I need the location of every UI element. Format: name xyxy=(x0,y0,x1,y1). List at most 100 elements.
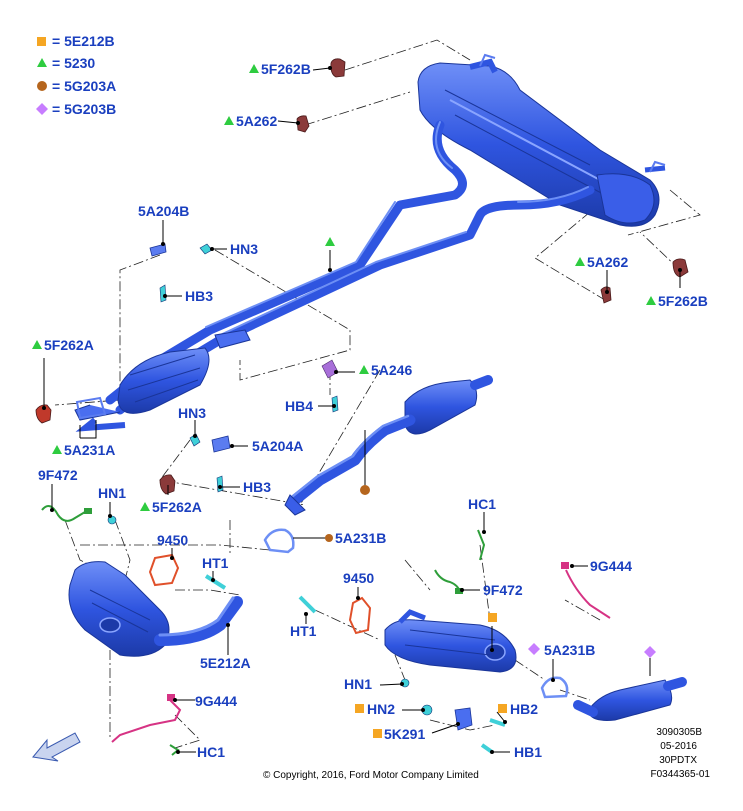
part-labels: 5F262B 5A262 5A204B HN3 HB3 5F262A 5A231… xyxy=(38,61,708,760)
triangle-icon xyxy=(37,58,47,67)
bracket-5a231a xyxy=(75,396,107,420)
triangle-icon xyxy=(249,64,259,73)
legend-item-5g203b: = 5G203B xyxy=(36,101,116,117)
bolt-hb3-top xyxy=(159,284,167,303)
front-catalytic-converter xyxy=(68,561,243,657)
square-icon xyxy=(355,704,364,713)
triangle-icon xyxy=(325,237,335,246)
legend-label: = 5G203A xyxy=(52,78,116,94)
circle-icon xyxy=(37,81,47,91)
label-hn2: HN2 xyxy=(367,701,395,717)
legend-label: = 5G203B xyxy=(52,101,116,117)
label-5e212a: 5E212A xyxy=(200,655,251,671)
mount-5f262a-left xyxy=(35,404,52,424)
square-icon xyxy=(488,613,497,622)
hanger-5a246 xyxy=(321,359,339,379)
info-line-3: 30PDTX xyxy=(659,755,697,766)
leader-lines xyxy=(42,66,682,754)
triangle-icon xyxy=(359,365,369,374)
label-5a262-top: 5A262 xyxy=(236,113,277,129)
label-5a231b-right: 5A231B xyxy=(544,642,595,658)
legend-item-5230: = 5230 xyxy=(37,55,95,71)
rear-muffler xyxy=(417,53,666,227)
label-ht1-right: HT1 xyxy=(290,623,317,639)
mount-5f262b-right xyxy=(672,258,689,278)
square-icon xyxy=(498,704,507,713)
label-hn3-top: HN3 xyxy=(230,241,258,257)
mount-5a262-right xyxy=(600,286,612,304)
tail-pipe-section xyxy=(573,677,687,721)
label-5a204a: 5A204A xyxy=(252,438,303,454)
connector-9g444-right xyxy=(561,562,569,569)
label-hb3-mid: HB3 xyxy=(243,479,271,495)
label-5f262a-left: 5F262A xyxy=(44,337,94,353)
label-hn3-mid: HN3 xyxy=(178,405,206,421)
bolt-hb2 xyxy=(489,718,506,727)
label-hc1-right: HC1 xyxy=(468,496,496,512)
triangle-icon xyxy=(646,296,656,305)
square-icon xyxy=(37,37,46,46)
label-ht1-left: HT1 xyxy=(202,555,229,571)
legend-label: = 5230 xyxy=(52,55,95,71)
triangle-icon xyxy=(224,116,234,125)
legend: = 5E212B = 5230 = 5G203A = 5G203B xyxy=(36,33,116,117)
label-hb1: HB1 xyxy=(514,744,542,760)
legend-label: = 5E212B xyxy=(52,33,115,49)
label-5f262a-mid: 5F262A xyxy=(152,499,202,515)
rear-catalytic-converter xyxy=(384,609,517,673)
label-5a204b: 5A204B xyxy=(138,203,189,219)
info-line-2: 05-2016 xyxy=(660,741,697,752)
copyright-text: © Copyright, 2016, Ford Motor Company Li… xyxy=(263,770,479,781)
intermediate-pipe-assembly xyxy=(74,120,595,432)
drawing-info: 3090305B 05-2016 30PDTX F0344365-01 xyxy=(651,727,711,780)
bracket-5k291 xyxy=(454,707,473,731)
legend-item-5e212b: = 5E212B xyxy=(37,33,115,49)
label-5a231b-mid: 5A231B xyxy=(335,530,386,546)
front-direction-arrow-icon xyxy=(32,732,81,762)
stud-ht1-left xyxy=(204,574,227,590)
label-5f262b-right: 5F262B xyxy=(658,293,708,309)
sensor-9g444-right xyxy=(565,569,611,619)
diamond-icon xyxy=(36,103,48,115)
connector-9f472-left xyxy=(84,508,92,514)
label-5a231a: 5A231A xyxy=(64,442,115,458)
bracket-5a204b xyxy=(149,243,167,257)
sensor-hc1-right xyxy=(477,529,486,561)
square-icon xyxy=(373,729,382,738)
mount-5f262a-mid xyxy=(159,474,176,495)
bracket-5a204a xyxy=(211,435,231,453)
label-5a246: 5A246 xyxy=(371,362,412,378)
gasket-9450-right xyxy=(348,596,372,635)
label-hb2: HB2 xyxy=(510,701,538,717)
clamp-5a231b-mid xyxy=(263,528,295,554)
rubber-mounts xyxy=(35,58,689,495)
label-9450-left: 9450 xyxy=(157,532,188,548)
mount-5f262b-top xyxy=(330,58,346,78)
sensor-9f472-left xyxy=(41,505,86,522)
label-hc1-left: HC1 xyxy=(197,744,225,760)
triangle-icon xyxy=(52,445,62,454)
connector-9f472-right xyxy=(455,588,463,594)
gasket-9450-left xyxy=(148,553,180,587)
small-parts xyxy=(41,243,611,756)
label-9f472-left: 9F472 xyxy=(38,467,78,483)
label-9g444-right: 9G444 xyxy=(590,558,632,574)
stud-ht1-right xyxy=(298,595,317,614)
info-line-4: F0344365-01 xyxy=(651,769,711,780)
label-5f262b-top: 5F262B xyxy=(261,61,311,77)
label-9450-right: 9450 xyxy=(343,570,374,586)
label-markers xyxy=(32,64,656,738)
label-hn1-right: HN1 xyxy=(344,676,372,692)
triangle-icon xyxy=(140,502,150,511)
diamond-icon xyxy=(528,643,540,655)
label-5k291: 5K291 xyxy=(384,726,425,742)
mount-5a262-top xyxy=(296,115,310,133)
bolt-hb1 xyxy=(480,743,494,754)
label-hn1-left: HN1 xyxy=(98,485,126,501)
info-line-1: 3090305B xyxy=(656,727,702,738)
bolt-hb4 xyxy=(331,395,339,413)
bolt-hb3-mid xyxy=(216,475,224,493)
resonator-pipe xyxy=(284,375,493,516)
legend-item-5g203a: = 5G203A xyxy=(37,78,116,94)
